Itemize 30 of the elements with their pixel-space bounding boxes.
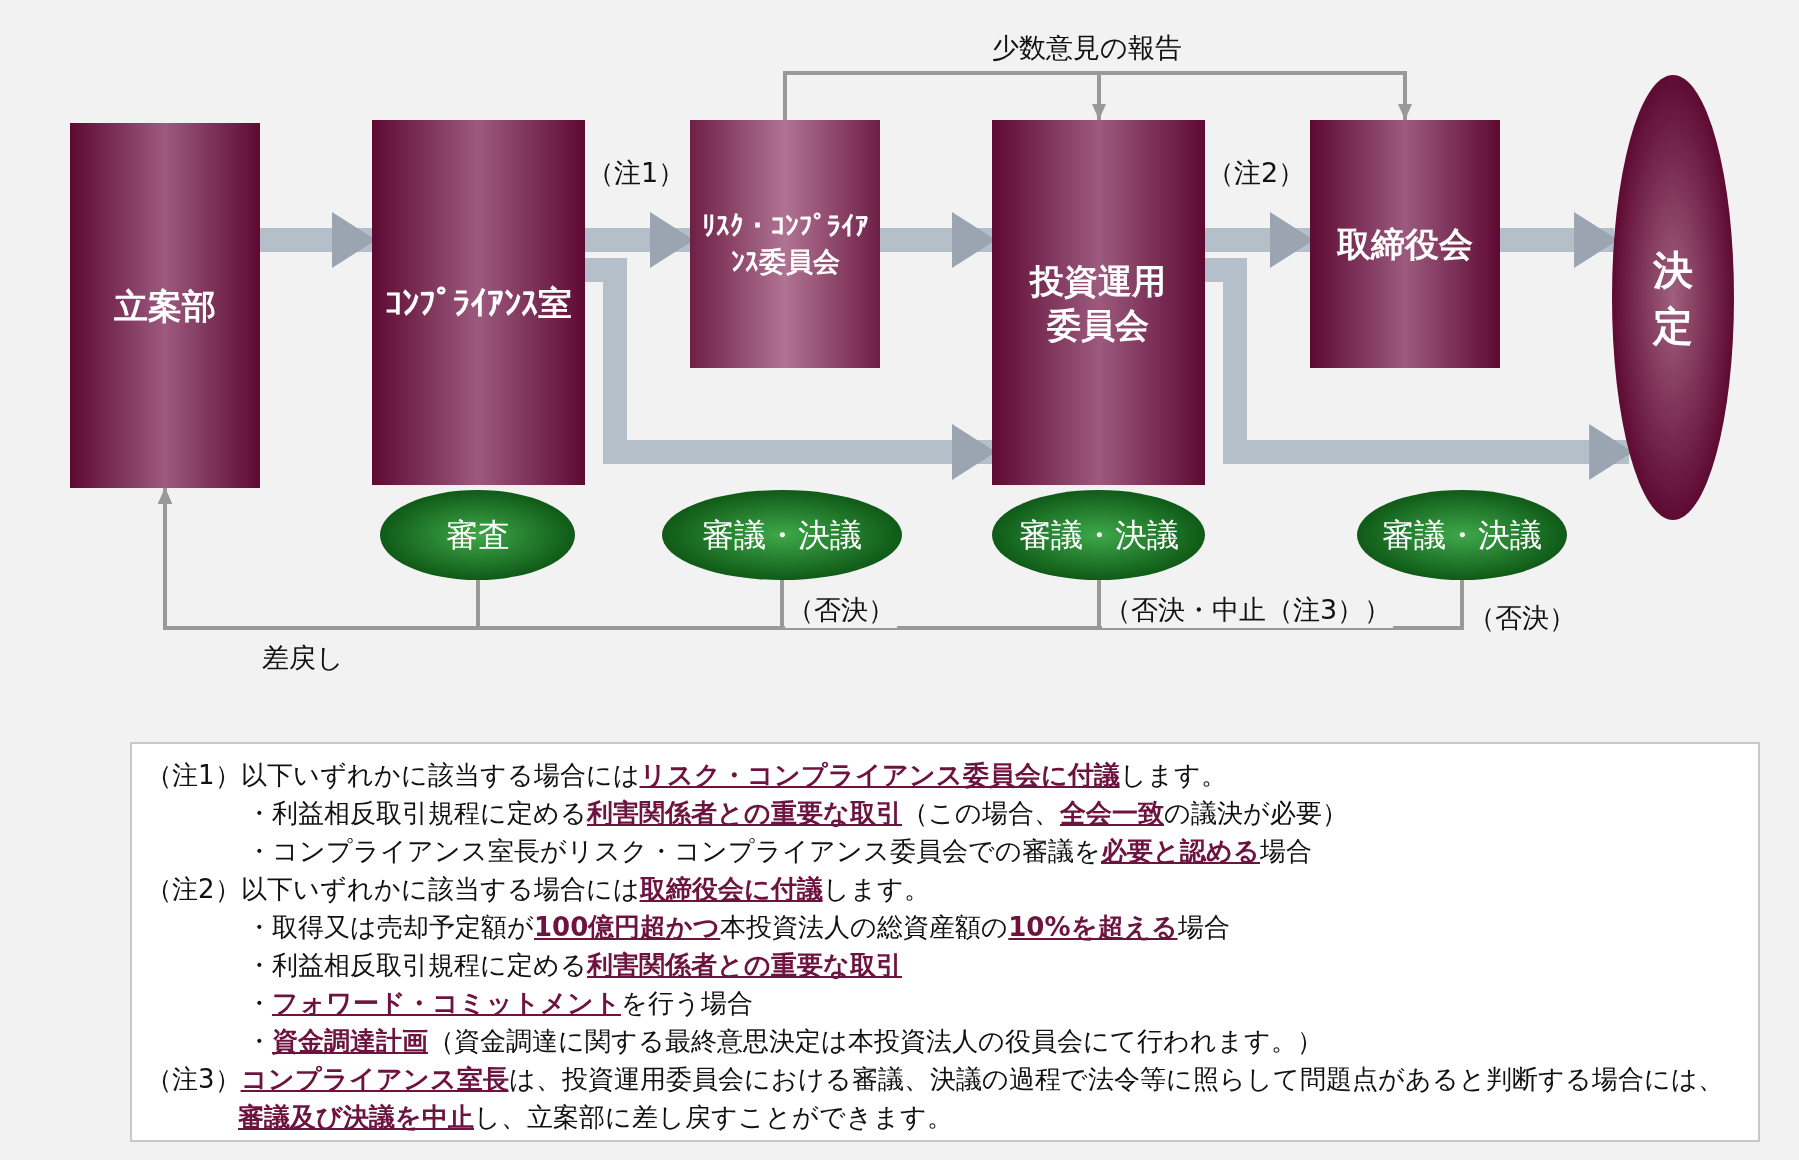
process-box (372, 120, 585, 485)
node-label: 審議・決議 (1381, 515, 1543, 556)
process-box (70, 123, 260, 488)
node-label: ｺﾝﾌﾟﾗｲｱﾝｽ室 (384, 281, 573, 325)
end-ellipse (1612, 75, 1734, 520)
node-label: 審議・決議 (1017, 515, 1180, 556)
note-text: （注1）以下いずれかに該当する場合にはリスク・コンプライアンス委員会に付議します。 (146, 759, 1228, 792)
step-oval (1357, 490, 1567, 580)
node-label: 審査 (444, 515, 511, 556)
note-text: ・取得又は売却予定額が100億円超かつ本投資法人の総資産額の10%を超える場合 (245, 911, 1231, 944)
node-label: 投資運用委員会 (1028, 259, 1168, 347)
note-text: ・コンプライアンス室長がリスク・コンプライアンス委員会での審議を必要と認める場合 (245, 835, 1313, 868)
process-box (1310, 120, 1500, 368)
node-label: ﾘｽｸ・ｺﾝﾌﾟﾗｲｱﾝｽ委員会 (700, 209, 870, 279)
step-oval (662, 490, 902, 580)
note-text: ・資金調達計画（資金調達に関する最終意思決定は本投資法人の役員会にて行われます。） (245, 1025, 1324, 1058)
note-text: ・利益相反取引規程に定める利害関係者との重要な取引（この場合、全会一致の議決が必要） (245, 797, 1349, 830)
note-text: （注3）コンプライアンス室長は、投資運用委員会における審議、決議の過程で法令等に照らして問題点があると判断する場合には、審議及び決議を中止し、立案部に差し戻すことができます。 (146, 1063, 1725, 1134)
connector-arrow (783, 71, 1412, 120)
step-oval (992, 490, 1205, 580)
step-oval (380, 490, 575, 580)
node-label: 決定 (1651, 245, 1694, 351)
process-box (690, 120, 880, 368)
node-label: 取締役会 (1336, 223, 1474, 266)
process-box (992, 120, 1205, 485)
node-label: 立案部 (113, 284, 217, 328)
note-text: （注2）以下いずれかに該当する場合には取締役会に付議します。 (146, 873, 931, 906)
note-text: ・フォワード・コミットメントを行う場合 (245, 987, 754, 1020)
node-label: 審議・決議 (701, 515, 863, 556)
note-text: ・利益相反取引規程に定める利害関係者との重要な取引 (245, 949, 903, 982)
